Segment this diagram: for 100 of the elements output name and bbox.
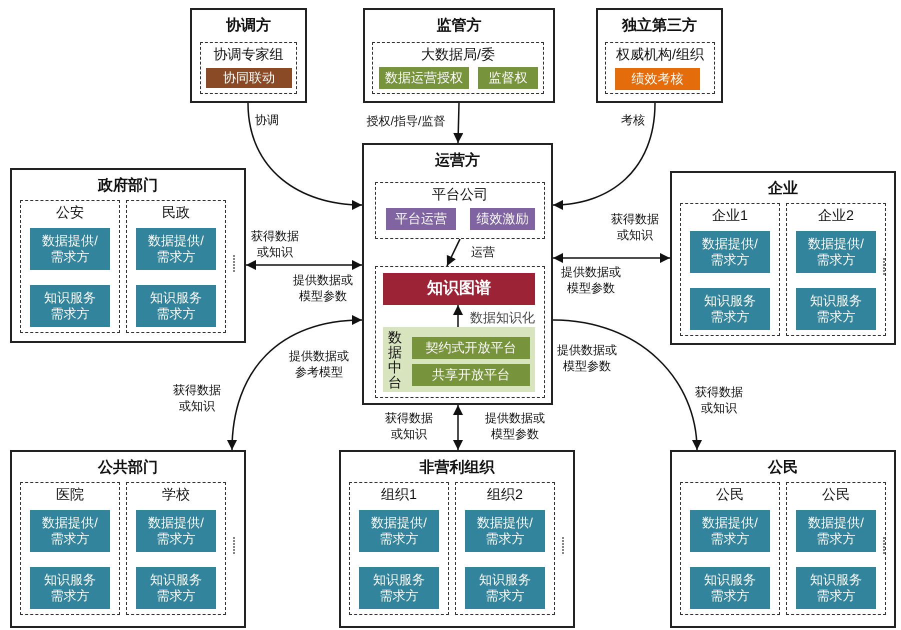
group-heading: 学校 (161, 486, 191, 504)
role-box: 数据提供/需求方 (136, 228, 216, 270)
function-box: 平台运营 (386, 208, 456, 230)
group-heading: 企业2 (817, 207, 855, 225)
role-box: 知识服务需求方 (136, 567, 216, 609)
panel-title: 监管方 (436, 16, 482, 35)
party-panel (670, 171, 896, 345)
role-box: 数据提供/需求方 (136, 510, 216, 552)
panel-title: 非营利组织 (418, 458, 496, 477)
dashed-group (680, 482, 780, 615)
arrow (553, 253, 670, 263)
group-heading: 民政 (161, 204, 191, 222)
edge-label: 数据知识化 (469, 309, 536, 327)
group-heading: 公安 (55, 204, 85, 222)
function-box: 数据运营授权 (379, 67, 469, 89)
group-heading: 公民 (715, 486, 745, 504)
panel-title: 公民 (766, 458, 799, 477)
dashed-container (375, 266, 545, 398)
role-box: 知识服务需求方 (136, 285, 216, 327)
role-box: 数据提供/需求方 (796, 510, 876, 552)
party-panel (190, 8, 307, 103)
role-box: 知识服务需求方 (30, 567, 110, 609)
party-panel (339, 450, 575, 628)
role-box: 数据提供/需求方 (465, 510, 545, 552)
group-heading: 公民 (821, 486, 851, 504)
role-box: 知识服务需求方 (690, 288, 770, 330)
function-box: 协同联动 (206, 68, 292, 88)
dashed-group (349, 482, 449, 615)
arrow (453, 305, 463, 327)
flow-note: 提供数据或参考模型 (288, 348, 350, 380)
dashed-group (455, 482, 555, 615)
role-box: 数据提供/需求方 (690, 510, 770, 552)
role-box: 知识服务需求方 (465, 567, 545, 609)
group-heading: 平台公司 (431, 186, 489, 204)
function-box: 共享开放平台 (412, 364, 530, 386)
dashed-group (200, 42, 297, 94)
arrow (453, 405, 463, 450)
panel-title: 协调方 (225, 16, 272, 35)
dashed-group (20, 200, 120, 333)
role-box: 知识服务需求方 (796, 288, 876, 330)
party-panel (596, 8, 723, 103)
arrow (446, 238, 461, 266)
dashed-group (786, 482, 886, 615)
party-panel (670, 450, 896, 628)
function-box: 绩效激励 (470, 208, 535, 230)
dashed-group (605, 42, 715, 94)
data-platform-panel (383, 327, 535, 392)
role-box: 知识服务需求方 (690, 567, 770, 609)
dashed-group (20, 482, 120, 615)
dashed-group (680, 203, 780, 336)
function-box: 监督权 (478, 67, 538, 89)
group-heading: 数据中台 (388, 330, 402, 390)
party-panel (10, 450, 246, 628)
group-heading: 大数据局/委 (420, 46, 496, 64)
party-panel (10, 168, 246, 343)
dashed-group (375, 182, 545, 239)
role-box: 数据提供/需求方 (690, 231, 770, 273)
panel-title: 政府部门 (96, 176, 159, 195)
flow-note: 提供数据或模型参数 (484, 410, 546, 442)
role-box: 知识服务需求方 (796, 567, 876, 609)
group-heading: 组织1 (380, 486, 418, 504)
edge-label: 获得数据或知识 (384, 410, 434, 442)
panel-title: 运营方 (434, 151, 481, 170)
role-box: 知识服务需求方 (30, 285, 110, 327)
arrow (247, 102, 362, 210)
arrow (228, 316, 362, 450)
arrow (552, 319, 702, 450)
role-box: 数据提供/需求方 (796, 231, 876, 273)
party-panel (362, 143, 553, 405)
group-heading: 权威机构/组织 (615, 46, 705, 64)
arrow (246, 260, 362, 270)
panel-title: 企业 (767, 179, 799, 198)
arrow (453, 102, 464, 144)
edge-label: 获得数据或知识 (172, 382, 222, 414)
flow-note: 提供数据或模型参数 (556, 342, 618, 374)
role-box: 数据提供/需求方 (30, 510, 110, 552)
panel-title: 独立第三方 (620, 16, 698, 35)
flow-note: 提供数据或模型参数 (560, 264, 622, 296)
group-heading: 企业1 (711, 207, 749, 225)
edge-label: 考核 (618, 112, 648, 128)
arrow (552, 102, 656, 210)
group-heading: 组织2 (486, 486, 524, 504)
panel-title: 公共部门 (96, 458, 159, 477)
group-heading: 医院 (55, 486, 85, 504)
function-box: 契约式开放平台 (412, 337, 530, 359)
dashed-group (786, 203, 886, 336)
knowledge-graph-box: 知识图谱 (383, 273, 535, 305)
edge-label: 获得数据或知识 (694, 384, 744, 416)
flow-note: 提供数据或模型参数 (292, 272, 354, 304)
function-box: 绩效考核 (615, 68, 700, 90)
role-box: 数据提供/需求方 (359, 510, 439, 552)
dashed-group (126, 482, 226, 615)
edge-label: 获得数据或知识 (610, 211, 660, 244)
party-panel (363, 8, 555, 103)
edge-label: 获得数据或知识 (250, 228, 300, 260)
role-box: 知识服务需求方 (359, 567, 439, 609)
role-box: 数据提供/需求方 (30, 228, 110, 270)
edge-label: 授权/指导/监督 (366, 113, 446, 130)
group-heading: 协调专家组 (212, 46, 284, 64)
dashed-group (372, 42, 544, 94)
